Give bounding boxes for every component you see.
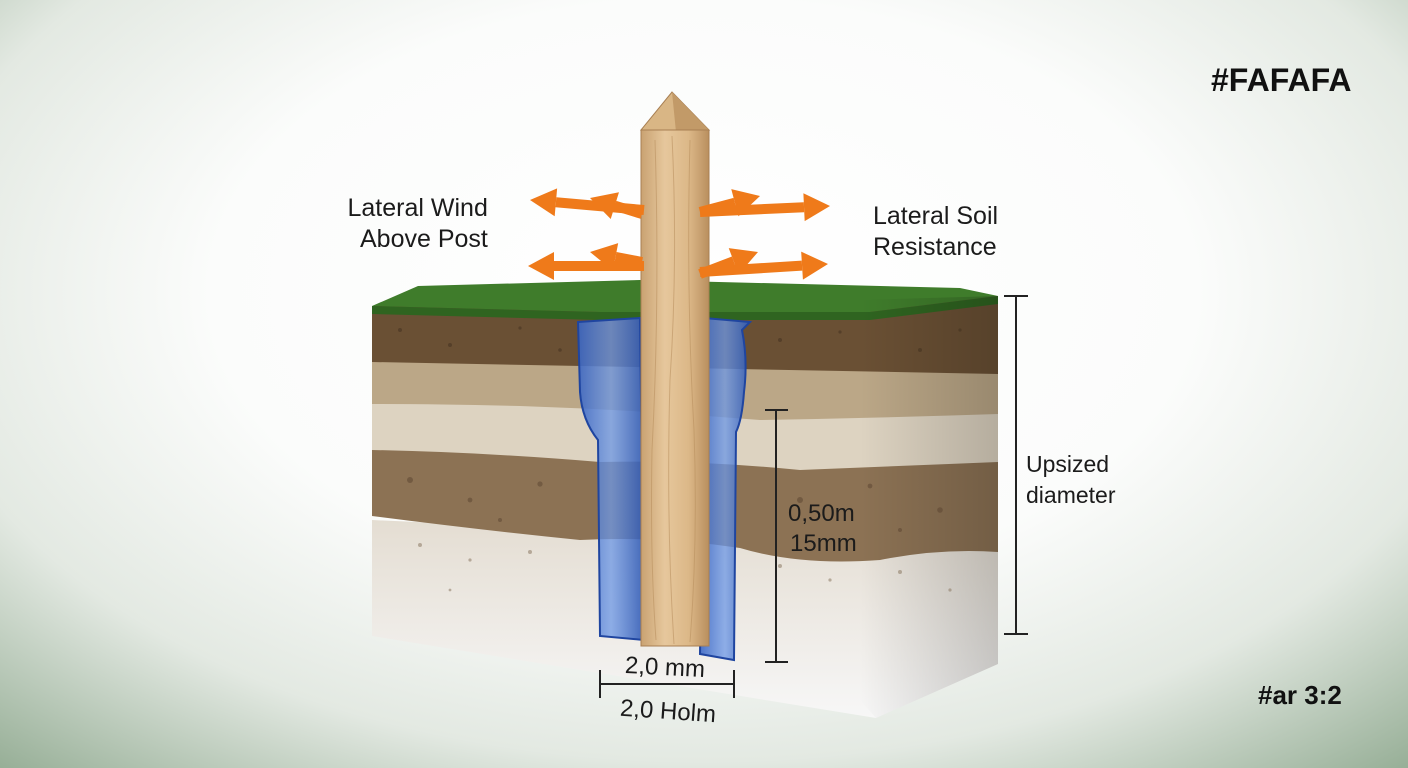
- arrow-soil-upper-outer-head: [803, 193, 830, 222]
- soil-label-line1: Lateral Soil: [873, 202, 999, 230]
- soil-label-line2: Resistance: [873, 233, 997, 261]
- base-speckles: [418, 543, 952, 592]
- arrow-soil-upper-inner-shaft: [698, 197, 737, 217]
- width-dimension: [599, 670, 735, 698]
- soil-speckles: [398, 326, 962, 352]
- sleeve-right: [698, 316, 753, 662]
- upsized-label-line1: Upsized: [1026, 451, 1110, 477]
- wooden-post: [639, 91, 711, 647]
- wind-label-line2: Above Post: [360, 225, 488, 253]
- arrow-soil-upper-inner-head: [731, 189, 760, 217]
- wood-grain: [651, 135, 696, 645]
- depth-value: 0,50m: [788, 500, 855, 527]
- color-tag: #FAFAFA: [1211, 62, 1352, 98]
- clay-speckles: [407, 477, 943, 532]
- arrow-soil-lower-inner-head: [728, 248, 758, 275]
- arrow-soil-lower-inner-shaft: [698, 256, 736, 279]
- width-top-label: 2,0 mm: [624, 651, 706, 684]
- arrow-wind-upper-inner-shaft: [613, 200, 644, 219]
- arrow-soil-lower-outer-head: [801, 251, 828, 280]
- aspect-ratio-tag: #ar 3:2: [1258, 680, 1342, 710]
- depth-value-label: 0,50m 15mm: [788, 499, 857, 559]
- post-tip-shade: [672, 92, 709, 132]
- grass-edge: [372, 296, 998, 320]
- side-shade: [860, 296, 998, 718]
- width-bottom-label: 2,0 Holm: [619, 694, 717, 729]
- soil-resistance-label: Lateral Soil Resistance: [873, 201, 998, 263]
- wind-label-line1: Lateral Wind: [347, 194, 488, 222]
- upsized-diameter-label: Upsized diameter: [1026, 449, 1115, 511]
- soil-block: [372, 280, 998, 718]
- sleeve-left: [576, 316, 646, 642]
- upsized-dimension: [1004, 295, 1028, 635]
- thickness-value: 15mm: [790, 530, 857, 557]
- arrow-wind-lower-inner-shaft: [614, 252, 643, 267]
- arrow-wind-upper-outer-head: [530, 188, 558, 217]
- arrow-wind-lower-inner-head: [590, 243, 619, 271]
- arrow-wind-lower-outer-head: [528, 252, 554, 280]
- force-arrows: [528, 188, 830, 280]
- upsized-label-line2: diameter: [1026, 482, 1116, 508]
- wind-label: Lateral Wind Above Post: [346, 193, 488, 255]
- depth-dimension: [765, 409, 788, 663]
- arrow-wind-upper-inner-head: [590, 192, 619, 220]
